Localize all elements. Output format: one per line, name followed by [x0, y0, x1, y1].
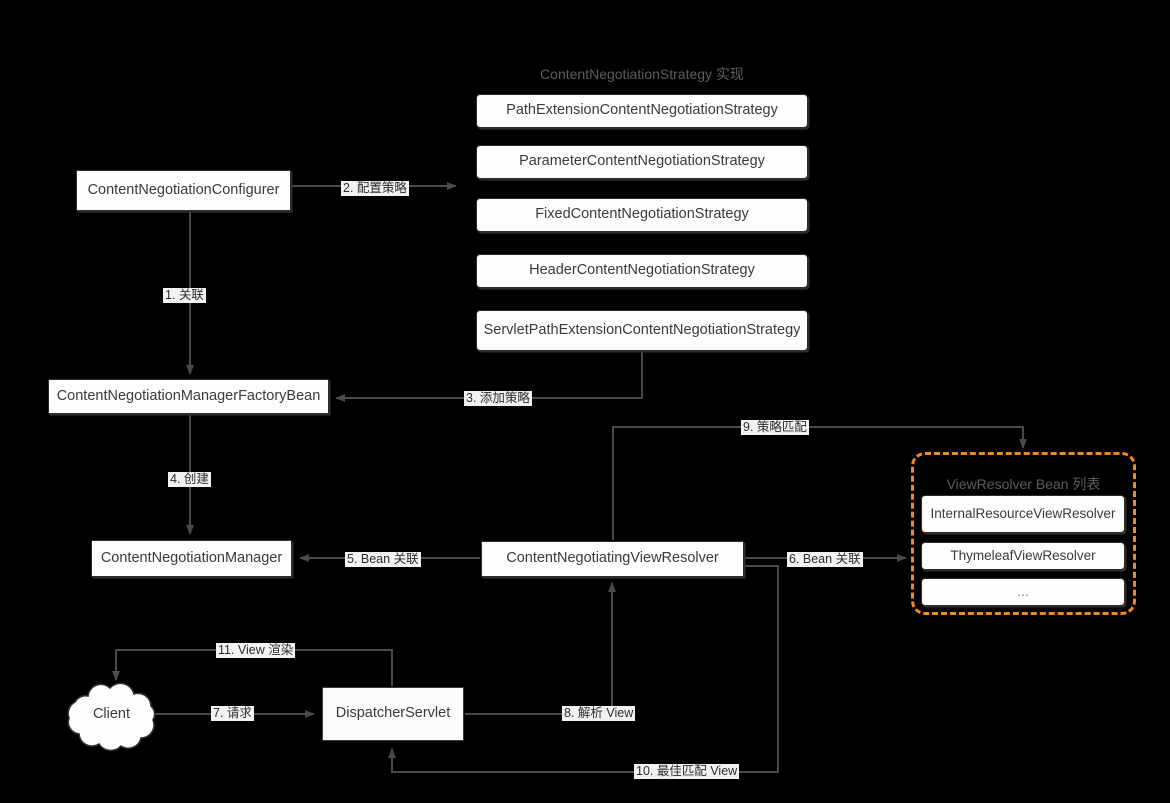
edge-8-path: [465, 582, 616, 715]
edge-label-4: 4. 创建: [168, 472, 211, 487]
strategy-item-fixed[interactable]: FixedContentNegotiationStrategy: [476, 198, 808, 232]
node-dispatcher-servlet[interactable]: DispatcherServlet: [322, 687, 464, 741]
strategy-item-header[interactable]: HeaderContentNegotiationStrategy: [476, 254, 808, 288]
strategy-item-parameter[interactable]: ParameterContentNegotiationStrategy: [476, 145, 808, 179]
viewresolver-item-internal-resource[interactable]: InternalResourceViewResolver: [921, 495, 1125, 533]
edge-label-5: 5. Bean 关联: [345, 552, 421, 567]
cloud-icon: [67, 682, 156, 752]
edge-3-path: [335, 344, 643, 402]
viewresolver-item-more[interactable]: ...: [921, 578, 1125, 606]
edge-label-7: 7. 请求: [211, 706, 254, 721]
viewresolver-group-title: ViewResolver Bean 列表: [946, 476, 1101, 492]
edge-label-2: 2. 配置策略: [341, 181, 409, 196]
edge-label-10: 10. 最佳匹配 View: [634, 764, 740, 779]
node-content-negotiation-manager-factory-bean[interactable]: ContentNegotiationManagerFactoryBean: [48, 379, 329, 414]
strategy-item-servlet-path-extension[interactable]: ServletPathExtensionContentNegotiationSt…: [476, 310, 808, 351]
edge-label-6: 6. Bean 关联: [787, 552, 863, 567]
strategy-group-title: ContentNegotiationStrategy 实现: [540, 66, 744, 82]
edge-label-8: 8. 解析 View: [562, 706, 636, 721]
edge-label-9: 9. 策略匹配: [741, 420, 809, 435]
node-client[interactable]: Client: [63, 672, 160, 756]
edge-label-1: 1. 关联: [163, 288, 206, 303]
edge-10-path: [388, 565, 779, 773]
viewresolver-item-thymeleaf[interactable]: ThymeleafViewResolver: [921, 542, 1125, 570]
node-content-negotiating-view-resolver[interactable]: ContentNegotiatingViewResolver: [481, 541, 744, 577]
edge-label-11: 11. View 渲染: [216, 643, 296, 658]
viewresolver-bean-group: [911, 452, 1136, 615]
edge-9-path: [612, 426, 1027, 540]
node-content-negotiation-manager[interactable]: ContentNegotiationManager: [91, 540, 292, 577]
node-content-negotiation-configurer[interactable]: ContentNegotiationConfigurer: [76, 170, 291, 211]
strategy-item-path-extension[interactable]: PathExtensionContentNegotiationStrategy: [476, 94, 808, 128]
edge-label-3: 3. 添加策略: [464, 391, 532, 406]
client-label: Client: [92, 706, 131, 722]
